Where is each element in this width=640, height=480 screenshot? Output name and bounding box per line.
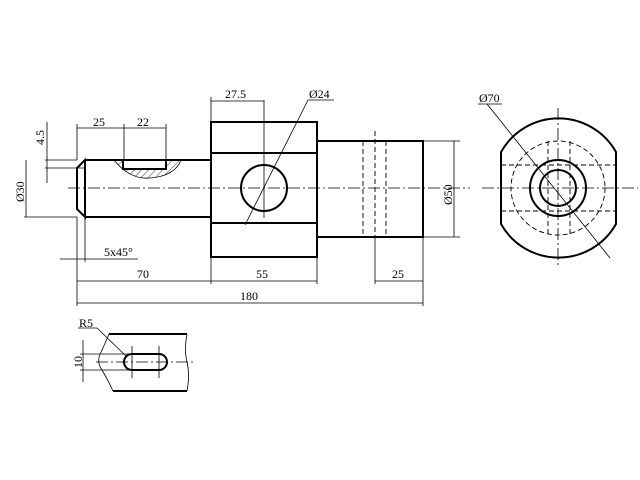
dim-key-depth: 4.5: [33, 130, 47, 145]
dim-cylinder-diameter: Ø50: [441, 184, 455, 205]
bore-circle: [539, 169, 577, 207]
keyway: [122, 159, 167, 170]
break-line: [185, 333, 189, 392]
hidden-circle: [510, 140, 606, 236]
dim-key-offset: 25: [93, 115, 105, 129]
dim-length-shaft: 70: [137, 267, 149, 281]
dim-length-block: 55: [256, 267, 268, 281]
cylinder: [316, 140, 424, 238]
side-view: Ø70: [478, 91, 638, 268]
dim-slot-radius: R5: [79, 316, 93, 330]
shaft-circle: [529, 159, 587, 217]
dim-hole-diameter: Ø24: [309, 87, 330, 101]
dim-hole-position: 27.5: [225, 87, 246, 101]
break-line: [98, 333, 114, 392]
dim-length-end: 25: [392, 267, 404, 281]
leader-line: [486, 103, 611, 259]
dim-chamfer: 5x45°: [104, 245, 133, 259]
outer-profile: [500, 117, 617, 259]
front-view: [68, 100, 470, 258]
slot-detail: 10 R5: [71, 316, 196, 392]
dim-length-total: 180: [240, 289, 258, 303]
dim-shaft-diameter: Ø30: [13, 181, 27, 202]
dim-key-length: 22: [137, 115, 149, 129]
dimensions: 25 22 4.5 Ø30 5x45° 27.5 Ø24 70 55 25 18…: [13, 87, 460, 306]
dim-slot-width: 10: [71, 356, 85, 368]
dim-outer-diameter: Ø70: [479, 91, 500, 105]
